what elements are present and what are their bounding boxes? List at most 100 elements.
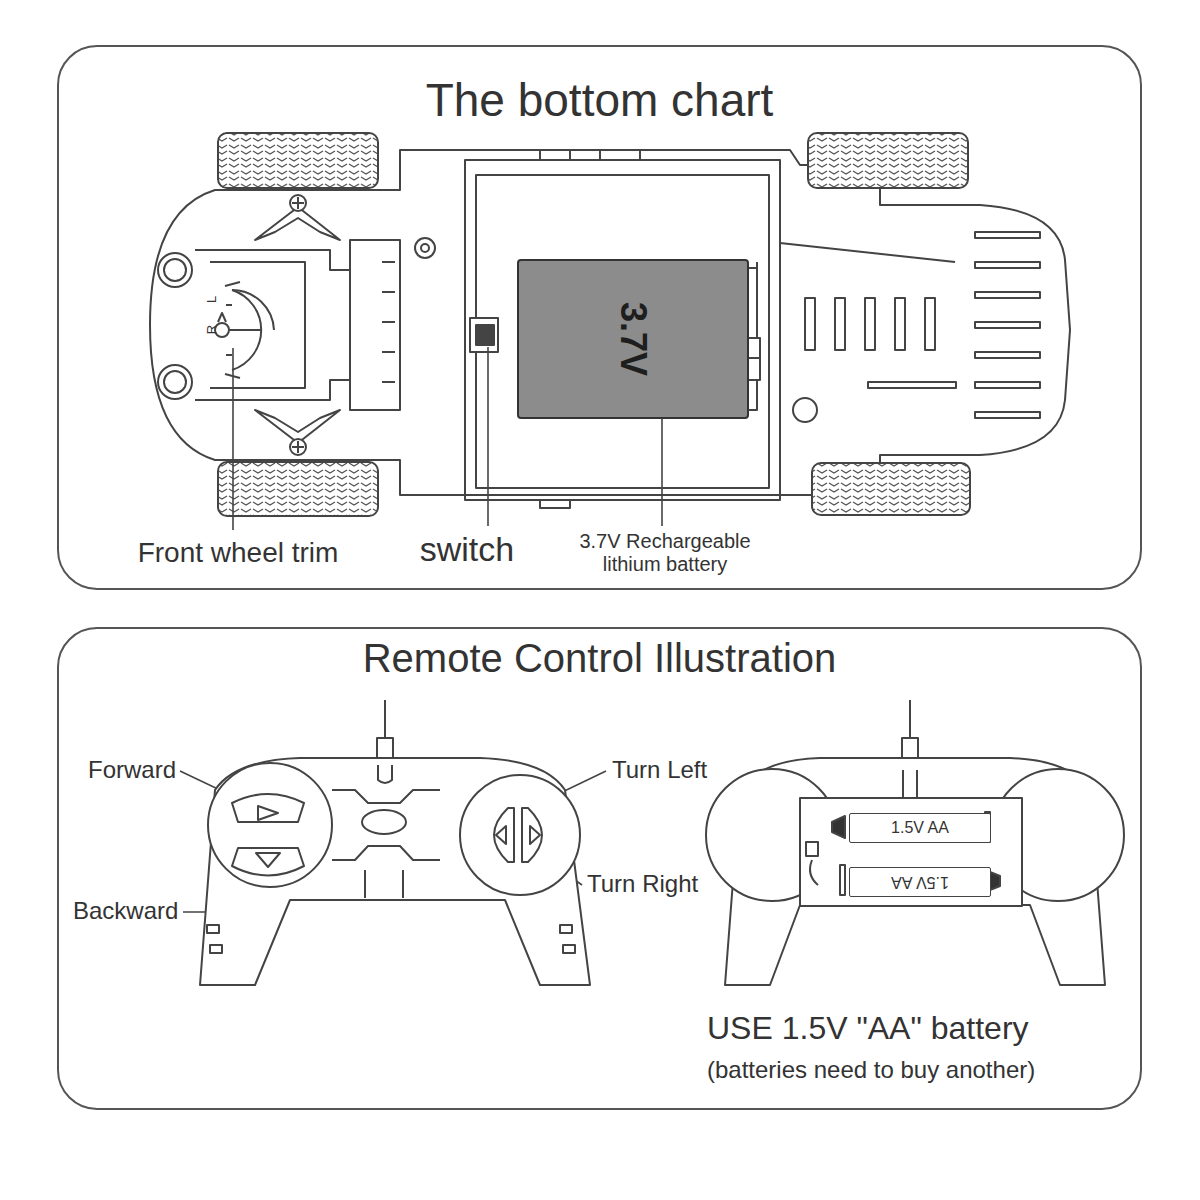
battery-compartment: [476, 175, 769, 488]
rear-vents: [805, 298, 815, 350]
wheel: [218, 462, 378, 516]
remote-front: [560, 925, 572, 933]
remote-front: [365, 870, 403, 898]
remote-button: [232, 794, 304, 822]
battery-compartment: [600, 150, 640, 160]
rear-vents: [975, 232, 1040, 238]
part-label: switch: [420, 530, 514, 569]
suspension-arm: [292, 197, 304, 209]
battery-compartment: [540, 500, 570, 508]
rear-vents: [865, 298, 875, 350]
car-chassis: [150, 150, 1070, 495]
remote-front: [200, 700, 590, 985]
dial-mark: L: [205, 296, 220, 303]
wheel: [812, 463, 970, 515]
panel: The bottom chart 3.7V: [57, 45, 1142, 590]
part-text: 1.5V AA: [891, 873, 949, 891]
suspension-arm: [292, 441, 304, 453]
remote-back: [800, 798, 1022, 906]
leader-line: [232, 348, 234, 530]
button-label: Backward: [73, 897, 178, 925]
remote-button: [530, 826, 540, 844]
car-chassis: [350, 240, 400, 410]
remote-button: [232, 848, 304, 876]
remote-button: [494, 808, 514, 862]
remote-front: [563, 945, 575, 953]
rear-vents: [780, 243, 955, 262]
front-wheel-trim: [158, 250, 350, 400]
remote-front: [460, 775, 580, 895]
front-wheel-trim: [164, 259, 186, 281]
part-label: 3.7V Rechargeable lithium battery: [563, 530, 768, 576]
rear-vents: [835, 298, 845, 350]
remote-front: [210, 945, 222, 953]
battery-spring: [840, 865, 845, 895]
car-chassis: [382, 262, 395, 382]
battery-note: USE 1.5V "AA" battery: [707, 1010, 1029, 1047]
panel-heading: Remote Control Illustration: [59, 635, 1140, 681]
part-text: 1.5V AA: [891, 819, 949, 837]
rear-vents: [975, 412, 1040, 418]
rear-vents: [975, 322, 1040, 328]
rear-vents: [895, 298, 905, 350]
wheel: [218, 133, 378, 188]
car-chassis: [421, 244, 429, 252]
remote-button: [496, 826, 506, 844]
rear-vents: [925, 298, 935, 350]
button-label: Turn Right: [587, 870, 698, 898]
button-label: Turn Left: [612, 756, 707, 784]
remote-front: [378, 765, 392, 783]
car-chassis: [793, 398, 817, 422]
car-chassis: [415, 238, 435, 258]
battery-compartment: [465, 150, 780, 508]
remote-button: [232, 794, 542, 876]
battery-compartment: [540, 150, 570, 160]
part-label: Front wheel trim: [138, 537, 339, 569]
rear-vents: [868, 382, 956, 388]
wheel: [808, 133, 968, 188]
remote-front: [207, 925, 219, 933]
rear-vents: [780, 232, 1040, 418]
suspension-arm: [255, 195, 340, 455]
rear-vents: [975, 292, 1040, 298]
dial-mark: R: [205, 325, 220, 334]
remote-front: [362, 810, 406, 834]
remote-front: [332, 790, 440, 803]
suspension-arm: [290, 439, 306, 455]
front-wheel-trim: [229, 329, 262, 331]
wheel: [218, 133, 970, 516]
rear-vents: [975, 382, 1040, 388]
rear-vents: [975, 352, 1040, 358]
remote-button: [256, 853, 280, 867]
power-switch: [470, 318, 498, 352]
remote-back: [810, 860, 818, 885]
front-wheel-trim: [232, 290, 274, 330]
power-switch: [476, 325, 494, 345]
car-chassis: [150, 150, 1070, 495]
battery-compartment: [465, 160, 780, 500]
front-wheel-trim: [195, 250, 350, 400]
suspension-arm: [290, 195, 306, 211]
remote-button: [258, 806, 278, 820]
remote-front: [208, 763, 332, 887]
front-wheel-trim: [158, 253, 192, 287]
front-wheel-trim: [210, 262, 305, 388]
panel-heading: The bottom chart: [59, 74, 1140, 127]
remote-front: [384, 700, 386, 740]
power-switch: [470, 318, 498, 352]
aa-battery: 1.5V AA: [849, 813, 991, 843]
front-wheel-trim: [218, 313, 226, 322]
remote-back: [903, 770, 917, 798]
rear-vents: [975, 262, 1040, 268]
front-wheel-trim: [158, 365, 192, 399]
remote-back: [806, 842, 818, 856]
remote-front: [200, 758, 590, 985]
remote-front: [377, 738, 393, 758]
remote-front: [332, 846, 440, 860]
remote-button: [522, 808, 542, 862]
remote-back: [909, 700, 911, 740]
leader-line: [487, 347, 489, 526]
part-text: 3.7V: [612, 302, 653, 376]
battery-pack: 3.7V: [517, 259, 749, 419]
